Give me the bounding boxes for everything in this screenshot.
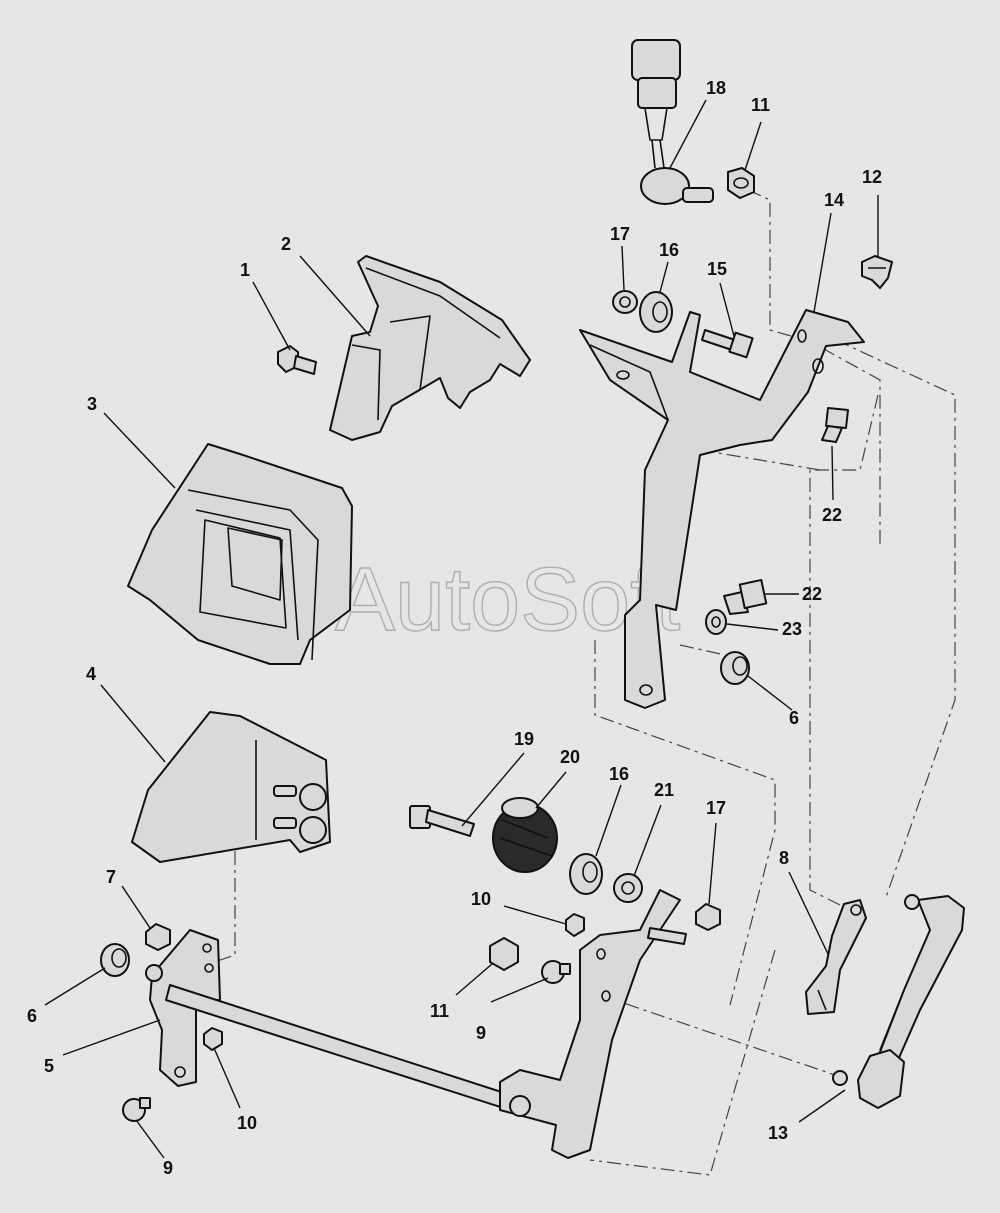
nut-part-17-upper [612,290,638,314]
callout-9-upper: 9 [476,1023,486,1043]
spring-part-20 [492,797,558,873]
grommet-part-16-lower [569,853,603,895]
callout-4: 4 [86,664,96,684]
leader-lines [44,99,879,1159]
callout-12: 12 [862,167,882,187]
nut-part-7 [145,923,171,951]
callout-17-lower: 17 [706,798,726,818]
callout-13: 13 [768,1123,788,1143]
callout-22-upper: 22 [822,505,842,525]
callout-7: 7 [106,867,116,887]
callout-23: 23 [782,619,802,639]
bolt-part-22-lower [723,578,768,615]
callout-3: 3 [87,394,97,414]
grommet-part-16-upper [639,291,673,333]
sensor-part-18 [631,39,714,205]
shaft-part-5 [145,889,687,1159]
callout-15: 15 [707,259,727,279]
bolt-part-22-upper [821,407,849,443]
housing-part-4 [131,711,331,863]
link-rod-part-13 [832,894,965,1109]
callout-16-upper: 16 [659,240,679,260]
washer-part-23 [705,609,727,635]
knob-part-9-upper [541,960,571,984]
lever-part-8 [805,899,867,1015]
bracket-part-14 [579,309,865,709]
bushing-part-6-lower [100,943,130,977]
callout-22-lower: 22 [802,584,822,604]
callout-10-middle: 10 [471,889,491,909]
callout-21: 21 [654,780,674,800]
callout-10-lower: 10 [237,1113,257,1133]
callout-17-upper: 17 [610,224,630,244]
callout-2: 2 [281,234,291,254]
screw-part-1 [277,345,317,375]
callout-5: 5 [44,1056,54,1076]
nut-part-17-lower [695,903,721,931]
watermark: AutoSoft [335,550,680,650]
callout-20: 20 [560,747,580,767]
knob-part-9-lower [122,1097,151,1122]
callout-6-upper: 6 [789,708,799,728]
clip-part-12 [861,255,893,289]
bolt-part-15 [701,329,754,359]
callout-16-lower: 16 [609,764,629,784]
bush-part-21 [613,873,643,903]
bushing-part-6-upper [720,651,750,685]
callout-6-lower: 6 [27,1006,37,1026]
callout-18: 18 [706,78,726,98]
callout-14: 14 [824,190,844,210]
nut-part-10-middle [565,913,585,937]
callout-19: 19 [514,729,534,749]
callout-8: 8 [779,848,789,868]
callout-labels: 1 2 3 4 5 6 6 7 8 9 9 10 10 11 11 12 13 … [27,78,882,1178]
nut-part-11-lower [489,937,519,971]
nut-part-11-upper [727,167,755,199]
gaiter-part-3 [127,443,353,665]
callout-11-lower: 11 [430,1001,449,1021]
callout-9-lower: 9 [163,1158,173,1178]
bezel-part-2 [329,255,531,441]
nut-part-10-lower [203,1027,223,1051]
callout-1: 1 [240,260,250,280]
callout-11-upper: 11 [751,95,770,115]
bolt-part-19 [409,805,475,837]
